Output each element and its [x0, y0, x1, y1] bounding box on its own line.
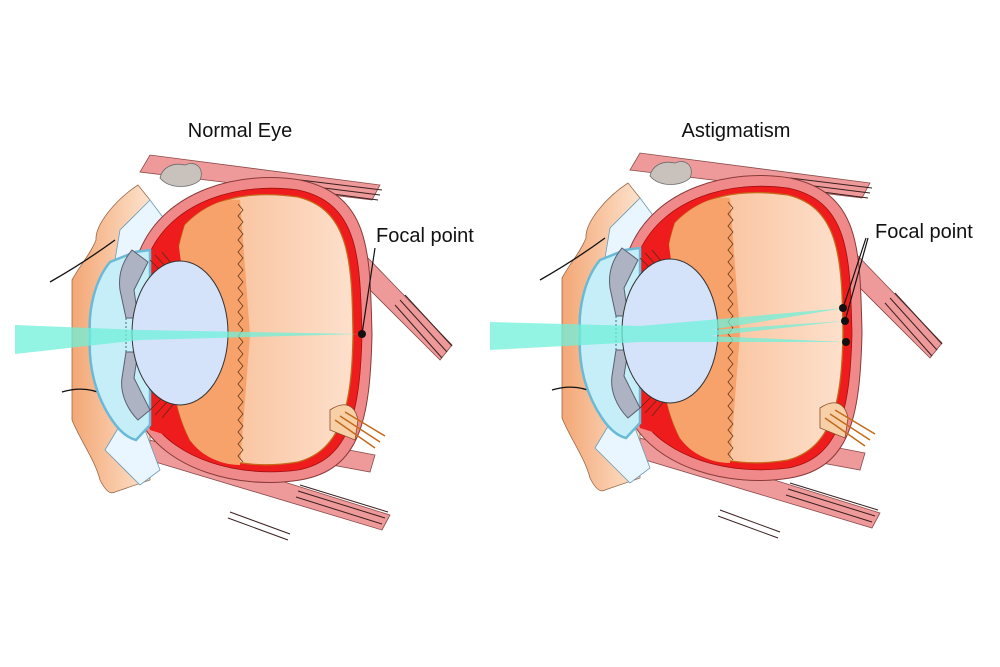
focal-leader-line: [844, 237, 869, 322]
focal-point-label: Focal point: [875, 221, 973, 243]
focal-leader-line: [842, 237, 867, 309]
focal-point-label: Focal point: [376, 225, 474, 247]
panel-normal-eye: Normal Eye Focal point: [15, 120, 474, 542]
light-beam: [15, 325, 360, 354]
panel-title: Normal Eye: [188, 120, 292, 142]
panel-title: Astigmatism: [682, 120, 791, 142]
focal-point-marker: [842, 338, 850, 346]
eye-illustration: [48, 153, 454, 542]
focal-leader-line: [361, 247, 376, 335]
panel-astigmatism: Astigmatism Focal point: [490, 120, 973, 540]
light-beam: [490, 308, 845, 350]
eye-illustration: [538, 151, 944, 540]
